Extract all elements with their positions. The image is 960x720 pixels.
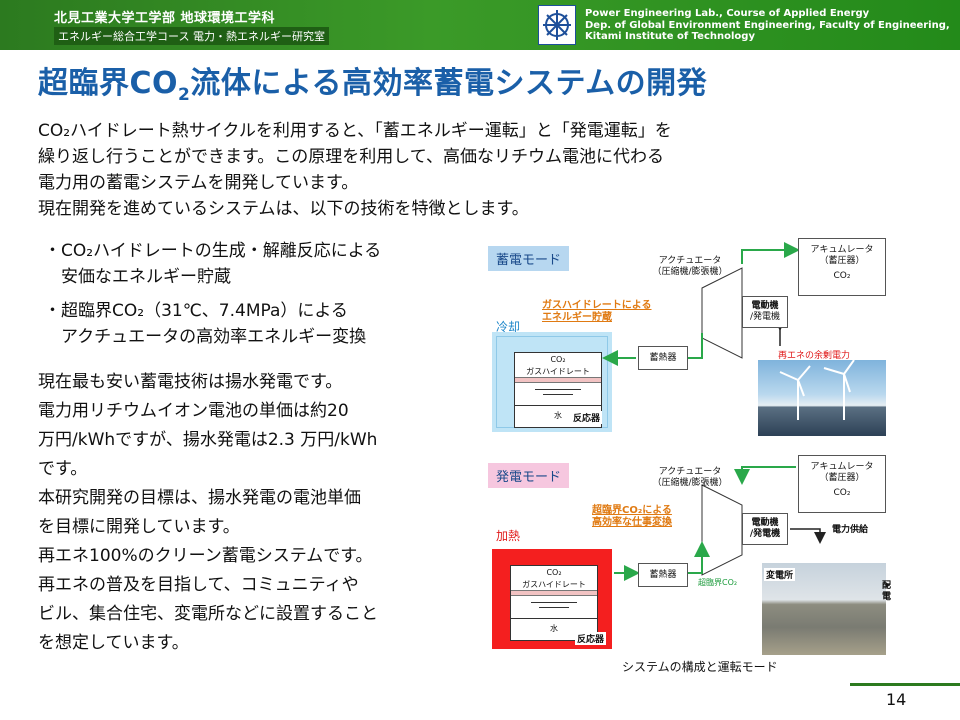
reactor-tank: CO₂ ガスハイドレート 水 反応器 bbox=[492, 549, 612, 649]
footer-divider bbox=[850, 683, 960, 686]
mode-badge: 蓄電モード bbox=[488, 246, 570, 271]
motor-generator-box: 電動機 /発電機 bbox=[742, 513, 788, 545]
intro-paragraph: CO₂ハイドレート熱サイクルを利用すると、「蓄エネルギー運転」と「発電運転」を … bbox=[38, 118, 858, 222]
surplus-power-label: 再エネの余剰電力 bbox=[778, 351, 851, 361]
supercritical-label: 超臨界CO₂ bbox=[698, 578, 738, 587]
university-logo-icon bbox=[538, 5, 576, 45]
header-banner: 北見工業大学工学部 地球環境工学科 エネルギー総合工学コース 電力・熱エネルギー… bbox=[0, 0, 960, 50]
page-number: 14 bbox=[886, 690, 907, 709]
intro-line: 電力用の蓄電システムを開発しています。 bbox=[38, 173, 359, 193]
body-line: 万円/kWhですが、揚水発電は2.3 万円/kWh bbox=[38, 430, 378, 450]
accumulator-box: アキュムレータ （蓄圧器） CO₂ bbox=[798, 238, 886, 296]
power-supply-label: 電力供給 bbox=[832, 525, 869, 535]
body-line: 再エネの普及を目指して、コミュニティや bbox=[38, 575, 359, 595]
body-line: 現在最も安い蓄電技術は揚水発電です。 bbox=[38, 372, 343, 392]
conversion-note: 超臨界CO₂による 高効率な仕事変換 bbox=[592, 505, 672, 528]
lab-name: エネルギー総合工学コース 電力・熱エネルギー研究室 bbox=[54, 27, 329, 45]
body-line: です。 bbox=[38, 459, 88, 479]
body-text: 現在最も安い蓄電技術は揚水発電です。 電力用リチウムイオン電池の単価は約20 万… bbox=[38, 368, 468, 658]
flow-arrows bbox=[614, 466, 890, 591]
intro-line: CO₂ハイドレート熱サイクルを利用すると、「蓄エネルギー運転」と「発電運転」を bbox=[38, 121, 672, 141]
substation-photo: 変電所 bbox=[762, 563, 886, 655]
reactor-label: 反応器 bbox=[574, 632, 606, 645]
actuator-label: アクチュエータ （圧縮機/膨張機） bbox=[652, 256, 728, 277]
body-line: を目標に開発しています。 bbox=[38, 517, 240, 537]
reactor-label: 反応器 bbox=[570, 411, 602, 424]
hydrate-vessel: CO₂ ガスハイドレート 水 bbox=[510, 565, 598, 641]
cooling-label: 冷却 bbox=[496, 320, 521, 334]
flow-arrows bbox=[602, 242, 800, 366]
storage-note: ガスハイドレートによる エネルギー貯蔵 bbox=[542, 300, 652, 323]
slide-title: 超臨界CO2流体による高効率蓄電システムの開発 bbox=[38, 66, 708, 105]
heat-storage-box: 蓄熱器 bbox=[638, 346, 688, 370]
department-name-en: Dep. of Global Environment Engineering, … bbox=[585, 20, 950, 31]
body-line: を想定しています。 bbox=[38, 633, 189, 653]
feature-list: ・CO₂ハイドレートの生成・解離反応による 安価なエネルギー貯蔵 ・超臨界CO₂… bbox=[44, 238, 381, 358]
body-line: 本研究開発の目標は、揚水発電の電池単価 bbox=[38, 488, 361, 508]
reactor-tank: CO₂ ガスハイドレート 水 反応器 bbox=[492, 332, 612, 432]
intro-line: 現在開発を進めているシステムは、以下の技術を特徴とします。 bbox=[38, 199, 529, 219]
mode-badge: 発電モード bbox=[488, 463, 570, 488]
intro-line: 繰り返し行うことができます。この原理を利用して、高価なリチウム電池に代わる bbox=[38, 147, 664, 167]
university-name-en: Kitami Institute of Technology bbox=[585, 31, 755, 42]
list-item: ・超臨界CO₂（31℃、7.4MPa）による アクチュエータの高効率エネルギー変… bbox=[44, 301, 367, 347]
actuator-label: アクチュエータ （圧縮機/膨張機） bbox=[652, 467, 728, 488]
body-line: ビル、集合住宅、変電所などに設置すること bbox=[38, 604, 378, 624]
accumulator-box: アキュムレータ （蓄圧器） CO₂ bbox=[798, 455, 886, 513]
storage-mode-diagram: 蓄電モード 冷却 CO₂ ガスハイドレート 水 反応器 アクチュエータ （圧縮機… bbox=[480, 238, 890, 438]
wind-solar-photo bbox=[758, 359, 886, 436]
heating-label: 加熱 bbox=[496, 529, 521, 543]
figure-caption: システムの構成と運転モード bbox=[622, 660, 778, 674]
body-line: 再エネ100%のクリーン蓄電システムです。 bbox=[38, 546, 373, 566]
list-item: ・CO₂ハイドレートの生成・解離反応による 安価なエネルギー貯蔵 bbox=[44, 241, 382, 287]
motor-generator-box: 電動機 /発電機 bbox=[742, 296, 788, 328]
heat-storage-box: 蓄熱器 bbox=[638, 563, 688, 587]
generation-mode-diagram: 発電モード 加熱 CO₂ ガスハイドレート 水 反応器 アクチュエータ （圧縮機… bbox=[480, 455, 892, 655]
department-name: 北見工業大学工学部 地球環境工学科 bbox=[54, 11, 276, 26]
substation-label: 変電所 bbox=[764, 568, 796, 581]
distribution-label: 配電 bbox=[882, 581, 892, 602]
body-line: 電力用リチウムイオン電池の単価は約20 bbox=[38, 401, 349, 421]
lab-name-en: Power Engineering Lab., Course of Applie… bbox=[585, 8, 870, 19]
